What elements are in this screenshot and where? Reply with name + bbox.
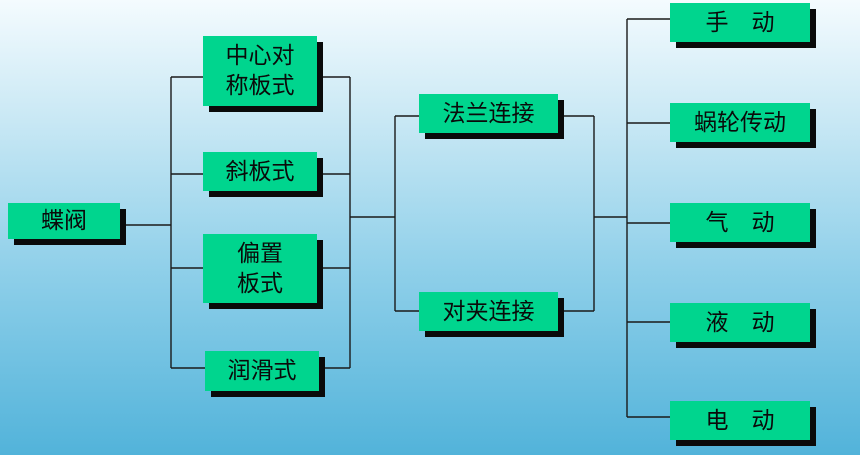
node-manual-drive: 手 动 xyxy=(670,3,810,42)
node-flange-connection: 法兰连接 xyxy=(419,94,558,133)
node-electric-drive: 电 动 xyxy=(670,401,810,440)
node-label: 手 动 xyxy=(705,9,775,36)
node-wafer-connection: 对夹连接 xyxy=(419,292,558,331)
node-label: 电 动 xyxy=(705,407,775,434)
node-pneumatic-drive: 气 动 xyxy=(670,203,810,242)
node-label: 中心对 称板式 xyxy=(225,43,295,99)
node-label: 液 动 xyxy=(705,309,775,336)
node-inclined-plate: 斜板式 xyxy=(203,152,317,191)
node-butterfly-valve: 蝶阀 xyxy=(8,203,120,239)
node-worm-gear-drive: 蜗轮传动 xyxy=(670,103,810,142)
node-hydraulic-drive: 液 动 xyxy=(670,303,810,342)
node-label: 偏置 板式 xyxy=(237,240,283,297)
node-label: 蜗轮传动 xyxy=(694,109,786,136)
node-center-symmetric-plate: 中心对 称板式 xyxy=(203,36,317,106)
node-label: 气 动 xyxy=(705,209,775,236)
node-label: 法兰连接 xyxy=(442,100,535,127)
node-label: 对夹连接 xyxy=(442,298,535,325)
node-offset-plate: 偏置 板式 xyxy=(203,234,317,303)
node-label: 斜板式 xyxy=(225,158,295,185)
node-lubricated: 润滑式 xyxy=(205,351,319,391)
node-label: 润滑式 xyxy=(227,358,297,384)
node-label: 蝶阀 xyxy=(41,208,87,234)
